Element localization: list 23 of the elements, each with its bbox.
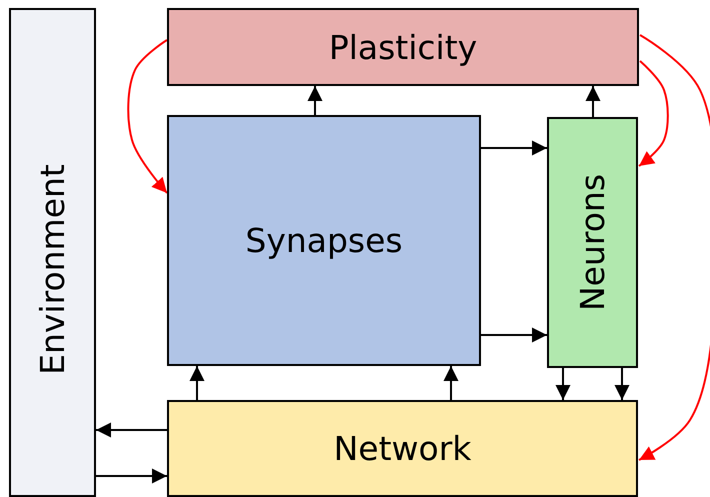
arrow xyxy=(481,328,547,342)
synapses-box xyxy=(167,115,481,366)
box-label: Synapses xyxy=(245,221,403,260)
box-label: Network xyxy=(334,429,472,468)
arrow xyxy=(614,368,630,400)
arrow xyxy=(308,86,322,115)
arrow xyxy=(190,366,204,400)
environment-box xyxy=(9,8,96,497)
arrow xyxy=(556,368,570,400)
arrow xyxy=(96,422,167,438)
arrow xyxy=(586,86,600,117)
box-label: Environment xyxy=(33,164,72,375)
arrow xyxy=(638,34,710,461)
neurons-box xyxy=(547,117,638,368)
box-label: Neurons xyxy=(573,174,612,312)
arrow xyxy=(96,468,167,484)
box-label: Plasticity xyxy=(328,28,478,66)
plasticity-box xyxy=(167,8,639,86)
arrow xyxy=(481,140,547,156)
arrow xyxy=(127,39,168,194)
network-box xyxy=(167,400,638,497)
arrow xyxy=(444,366,458,400)
arrow xyxy=(638,60,669,167)
